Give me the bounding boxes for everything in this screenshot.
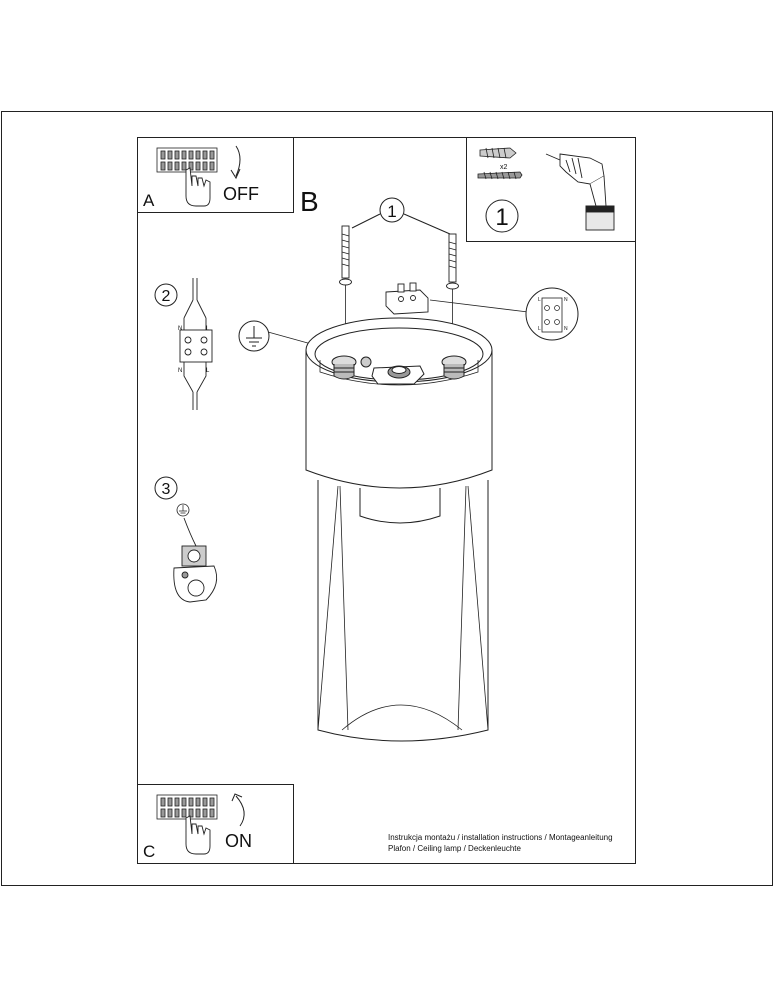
step-b-label: B	[300, 186, 319, 217]
svg-text:L: L	[538, 326, 541, 332]
svg-text:L: L	[206, 368, 210, 374]
svg-text:L: L	[206, 326, 210, 332]
connector-zoom: L N L N	[525, 287, 579, 341]
fuse-box-icon	[156, 147, 218, 173]
quantity-label: x2	[500, 164, 508, 171]
wiring-diagram	[179, 278, 213, 410]
step-c-label: C	[143, 842, 155, 861]
step-a-label: A	[143, 191, 155, 210]
svg-text:L: L	[538, 297, 541, 303]
screw-icon	[477, 171, 523, 180]
spring-right	[441, 355, 467, 380]
svg-text:N: N	[564, 326, 568, 332]
svg-text:N: N	[564, 297, 568, 303]
screw-right	[446, 233, 459, 290]
footer-line-1: Instrukcja montażu / installation instru…	[388, 833, 613, 842]
tools-panel: x2 1	[466, 137, 636, 242]
panel-a: A OFF	[137, 137, 294, 213]
panel-c: C ON	[137, 784, 294, 864]
svg-text:N: N	[178, 368, 182, 374]
terminal-block	[385, 282, 429, 315]
fuse-box-icon	[156, 794, 218, 820]
callout-1: 1	[351, 197, 451, 235]
svg-text:N: N	[178, 326, 182, 332]
svg-text:2: 2	[162, 288, 171, 305]
hand-icon	[185, 167, 211, 207]
ground-terminal-icon	[173, 545, 218, 603]
arrow-down-icon	[235, 145, 241, 177]
outer-frame	[1, 111, 773, 886]
spring-left	[331, 355, 357, 380]
hand-icon	[185, 815, 211, 855]
screw-left	[339, 225, 352, 286]
callout-3: 3	[154, 476, 218, 603]
off-label: OFF	[223, 184, 259, 204]
ceiling-lamp	[305, 317, 493, 742]
footer-line-2: Plafon / Ceiling lamp / Deckenleuchte	[388, 844, 522, 853]
svg-text:1: 1	[387, 202, 396, 221]
center-bracket	[360, 356, 425, 385]
tools-step-number: 1	[495, 204, 508, 231]
wall-plug-icon	[479, 147, 517, 159]
ground-symbol	[238, 320, 363, 359]
arrow-up-icon	[235, 795, 245, 827]
drill-icon	[545, 153, 615, 231]
callout-2: 2 N L N L	[154, 278, 213, 410]
inner-frame	[137, 137, 636, 864]
on-label: ON	[225, 831, 252, 851]
svg-text:3: 3	[162, 481, 171, 498]
